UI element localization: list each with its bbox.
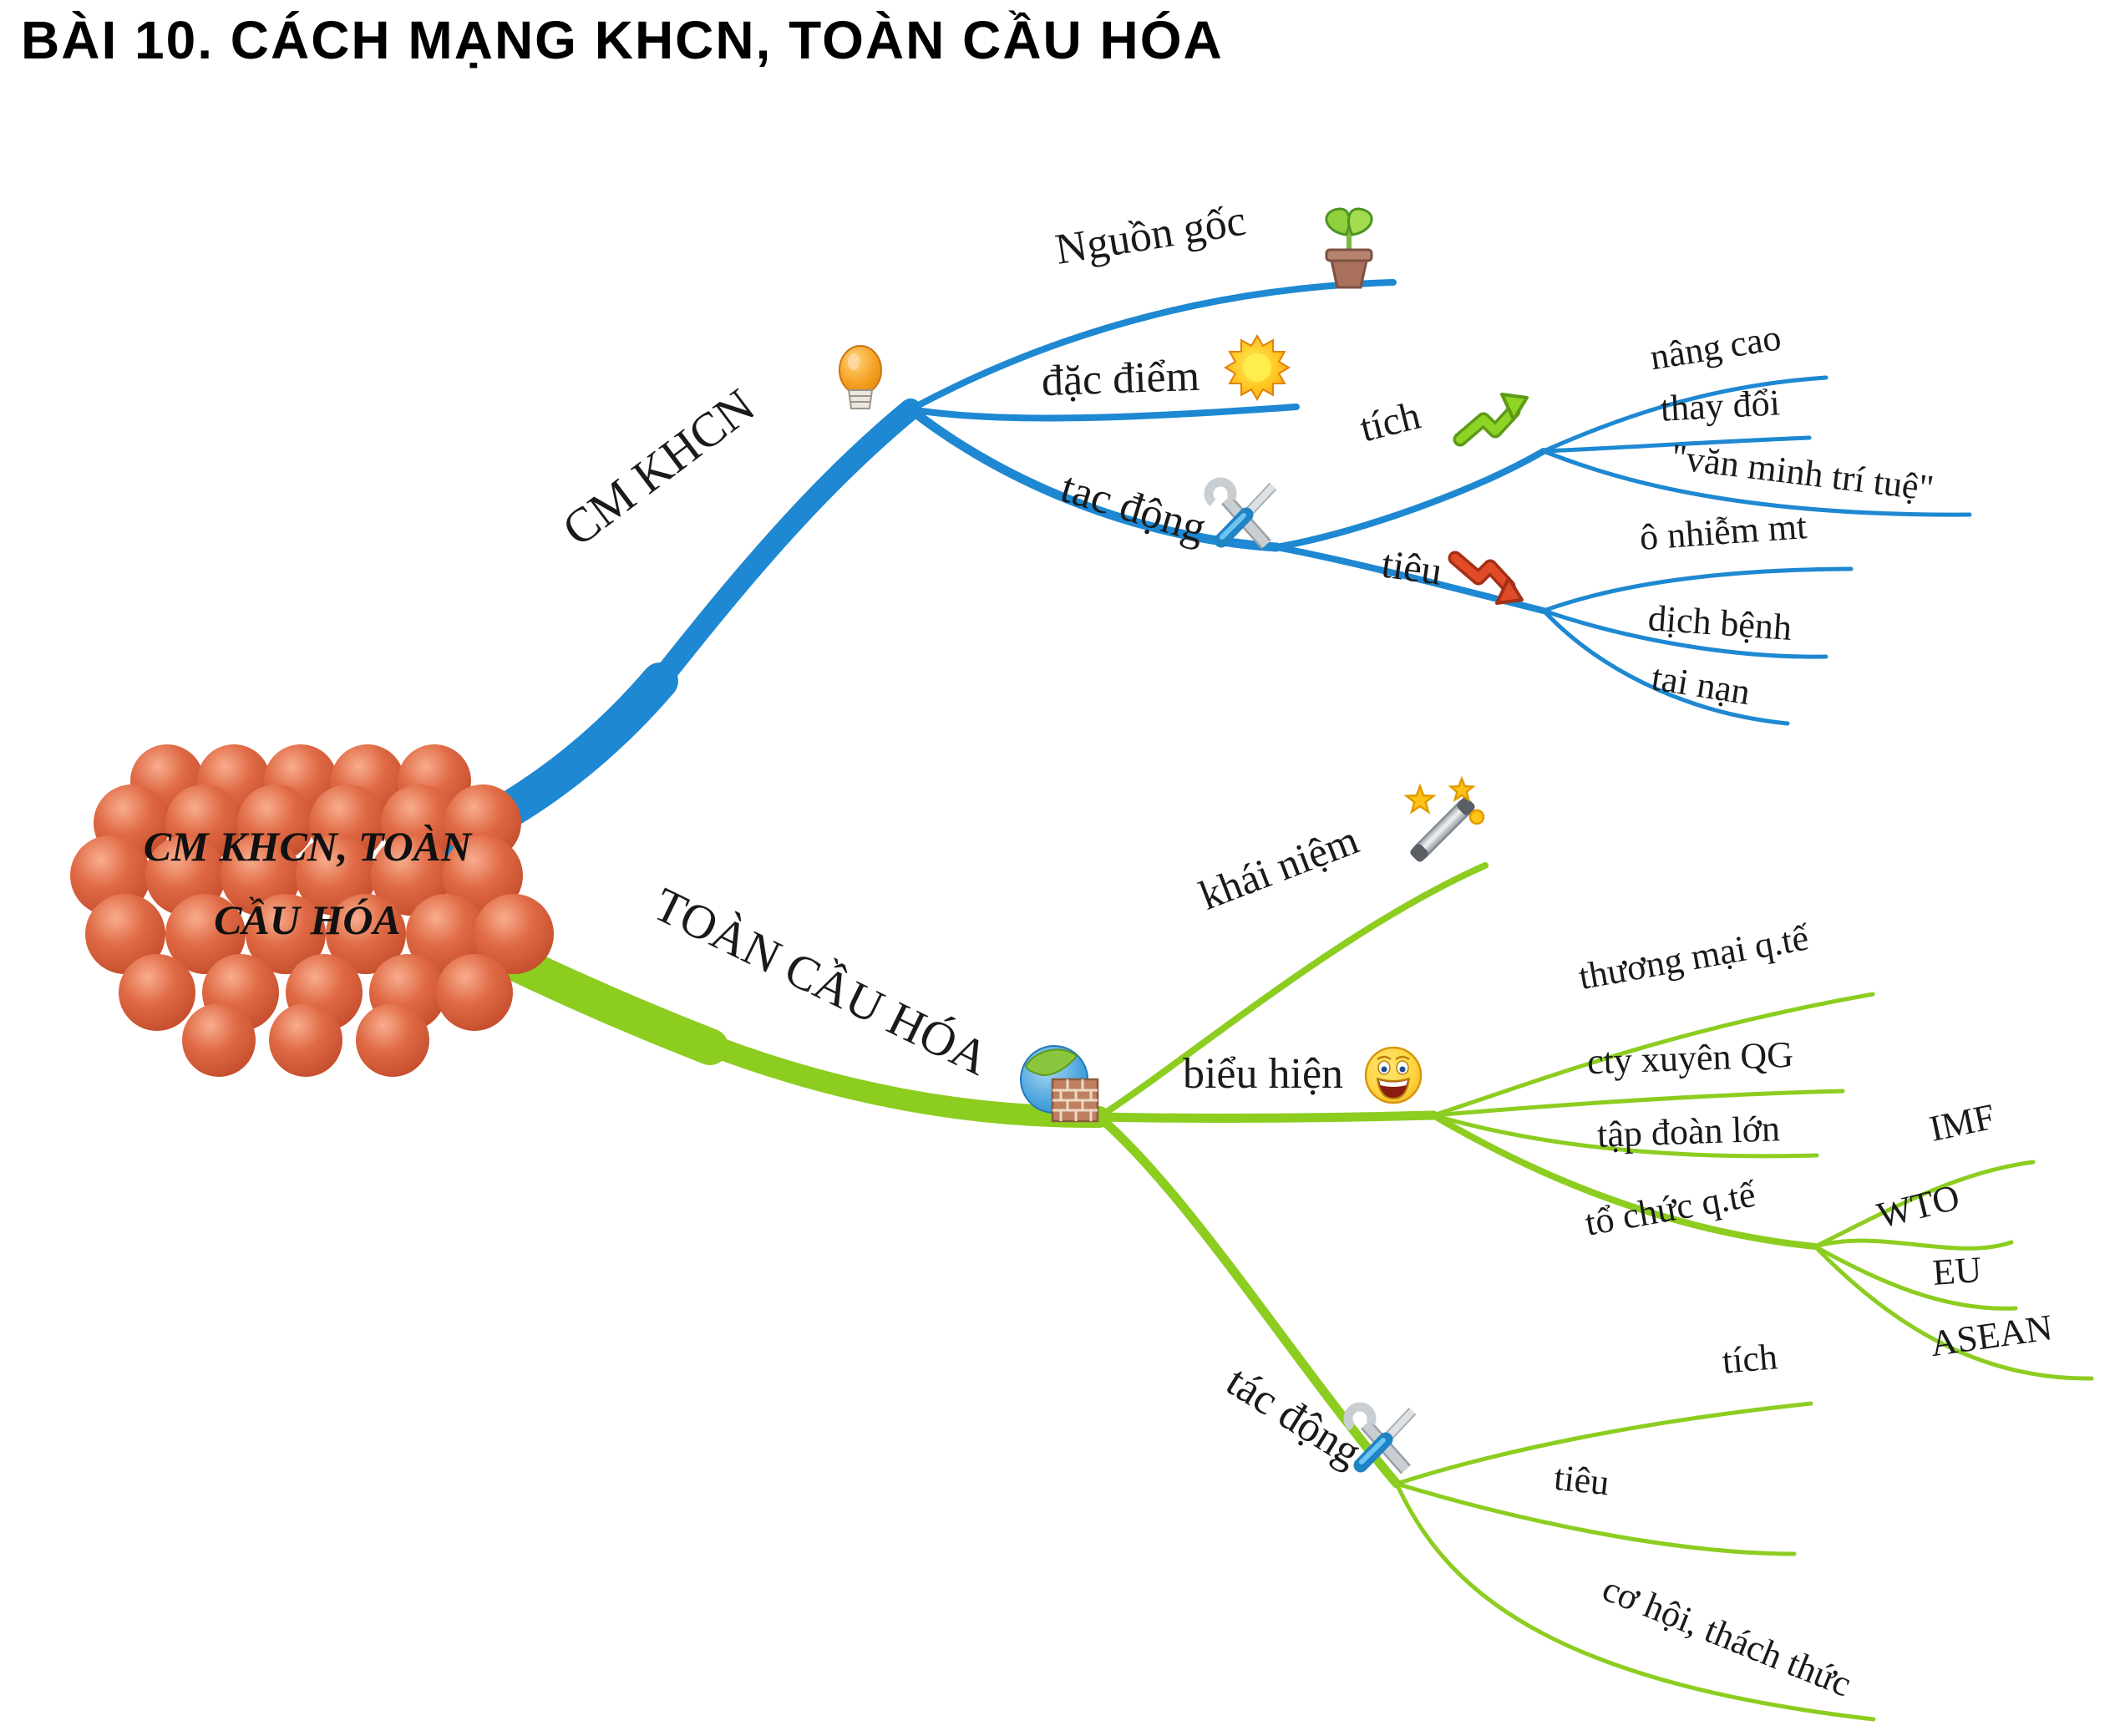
smiley-icon xyxy=(1364,1046,1423,1104)
sphere xyxy=(326,894,406,974)
sphere xyxy=(165,894,246,974)
node-label-asean: ASEAN xyxy=(1928,1307,2055,1364)
branch-line-thuong-mai xyxy=(1431,992,1875,1118)
sphere xyxy=(85,894,165,974)
node-label-cm-khcn: CM KHCN xyxy=(552,378,764,556)
branch-line-tieu xyxy=(1273,544,1547,614)
branch-line-dich-benh xyxy=(1541,608,1828,659)
branch-line-cty-xuyen xyxy=(1431,1089,1845,1118)
node-label-tieu-blue: tiêu xyxy=(1379,541,1445,594)
green-up-arrow-icon xyxy=(1460,394,1527,439)
branch-line-asean xyxy=(1813,1244,2094,1381)
central-node: CM KHCN, TOÀN CẦU HÓA xyxy=(70,744,554,1077)
branch-line-co-hoi xyxy=(1394,1481,1876,1722)
node-label-dich-benh: dịch bệnh xyxy=(1646,597,1793,648)
node-label-cty-xuyen: cty xuyên QG xyxy=(1586,1034,1793,1083)
node-label-tac-dong-blue: tac động xyxy=(1056,464,1212,552)
sphere xyxy=(474,894,554,974)
node-label-nang-cao: nâng cao xyxy=(1647,317,1783,378)
central-label-line1: CM KHCN, TOÀN xyxy=(144,823,473,870)
node-label-tich-green: tích xyxy=(1721,1336,1779,1382)
tools-icon xyxy=(1204,477,1273,545)
potted-plant-icon xyxy=(1325,207,1373,289)
branch-line-tac-dong xyxy=(905,404,1281,552)
lightbulb-icon xyxy=(839,345,882,409)
sun-icon xyxy=(1225,335,1290,400)
branch-line-nguon-goc xyxy=(907,279,1397,413)
node-label-tieu-green: tiêu xyxy=(1552,1457,1611,1504)
branch-line-tac-dong-green xyxy=(1094,1112,1402,1489)
branch-line-van-minh xyxy=(1541,449,1972,517)
magic-wand-icon xyxy=(1405,777,1485,865)
branch-line-tich-green xyxy=(1394,1401,1813,1486)
node-label-tap-doan: tập đoàn lớn xyxy=(1596,1108,1780,1155)
branch-line-thay-doi xyxy=(1541,435,1812,454)
branch-cm-khcn: CM KHCN Nguồn gốc đặc điểm tac động tích… xyxy=(374,197,1972,887)
branch-line-tap-doan xyxy=(1431,1113,1819,1159)
node-label-dac-diem: đặc điểm xyxy=(1041,353,1200,406)
sphere xyxy=(406,894,486,974)
node-label-thay-doi: thay đổi xyxy=(1660,382,1781,429)
branch-line-wto xyxy=(1813,1238,2014,1251)
node-label-nguon-goc: Nguồn gốc xyxy=(1052,197,1250,274)
node-label-bieu-hien: biểu hiện xyxy=(1183,1050,1343,1098)
branch-line-cm-khcn-main2 xyxy=(632,398,921,713)
branch-line-eu xyxy=(1813,1244,2018,1311)
node-label-tai-nan: tai nạn xyxy=(1649,657,1753,713)
sphere xyxy=(356,1003,429,1077)
node-label-imf: IMF xyxy=(1926,1096,1999,1150)
branch-line-to-chuc xyxy=(1430,1112,1818,1250)
branch-line-bieu-hien xyxy=(1094,1110,1438,1123)
sphere xyxy=(246,894,326,974)
sphere xyxy=(269,1003,342,1077)
branch-line-tai-nan xyxy=(1541,608,1790,726)
node-label-wto: WTO xyxy=(1873,1176,1963,1236)
sphere xyxy=(436,954,513,1031)
branch-line-tich xyxy=(1273,448,1547,551)
node-label-o-nhiem: ô nhiễm mt xyxy=(1638,505,1808,558)
node-label-tich-blue: tích xyxy=(1356,393,1425,451)
branch-line-nang-cao xyxy=(1541,375,1828,454)
central-label-line2: CẦU HÓA xyxy=(214,896,401,943)
branch-toan-cau-hoa: TOÀN CẦU HÓA khái niệm biểu hiện thương … xyxy=(416,777,2094,1722)
node-label-khai-niem: khái niệm xyxy=(1193,815,1365,918)
branch-line-tieu-green xyxy=(1394,1481,1797,1556)
branch-line-tch-main2 xyxy=(682,1028,1110,1129)
sphere-cluster xyxy=(70,744,554,1077)
node-label-eu: EU xyxy=(1931,1249,1983,1293)
branch-line-dac-diem xyxy=(907,404,1300,422)
sphere xyxy=(119,954,195,1031)
node-label-co-hoi: cơ hội, thách thức xyxy=(1597,1568,1857,1705)
sphere xyxy=(371,835,451,916)
branch-line-o-nhiem xyxy=(1541,566,1854,613)
sphere xyxy=(182,1003,256,1077)
page-title: BÀI 10. CÁCH MẠNG KHCN, TOÀN CẦU HÓA xyxy=(21,10,1224,70)
branch-line-imf xyxy=(1813,1160,2036,1249)
branch-line-khai-niem xyxy=(1096,862,1489,1120)
node-label-thuong-mai: thương mại q.tế xyxy=(1575,916,1813,997)
